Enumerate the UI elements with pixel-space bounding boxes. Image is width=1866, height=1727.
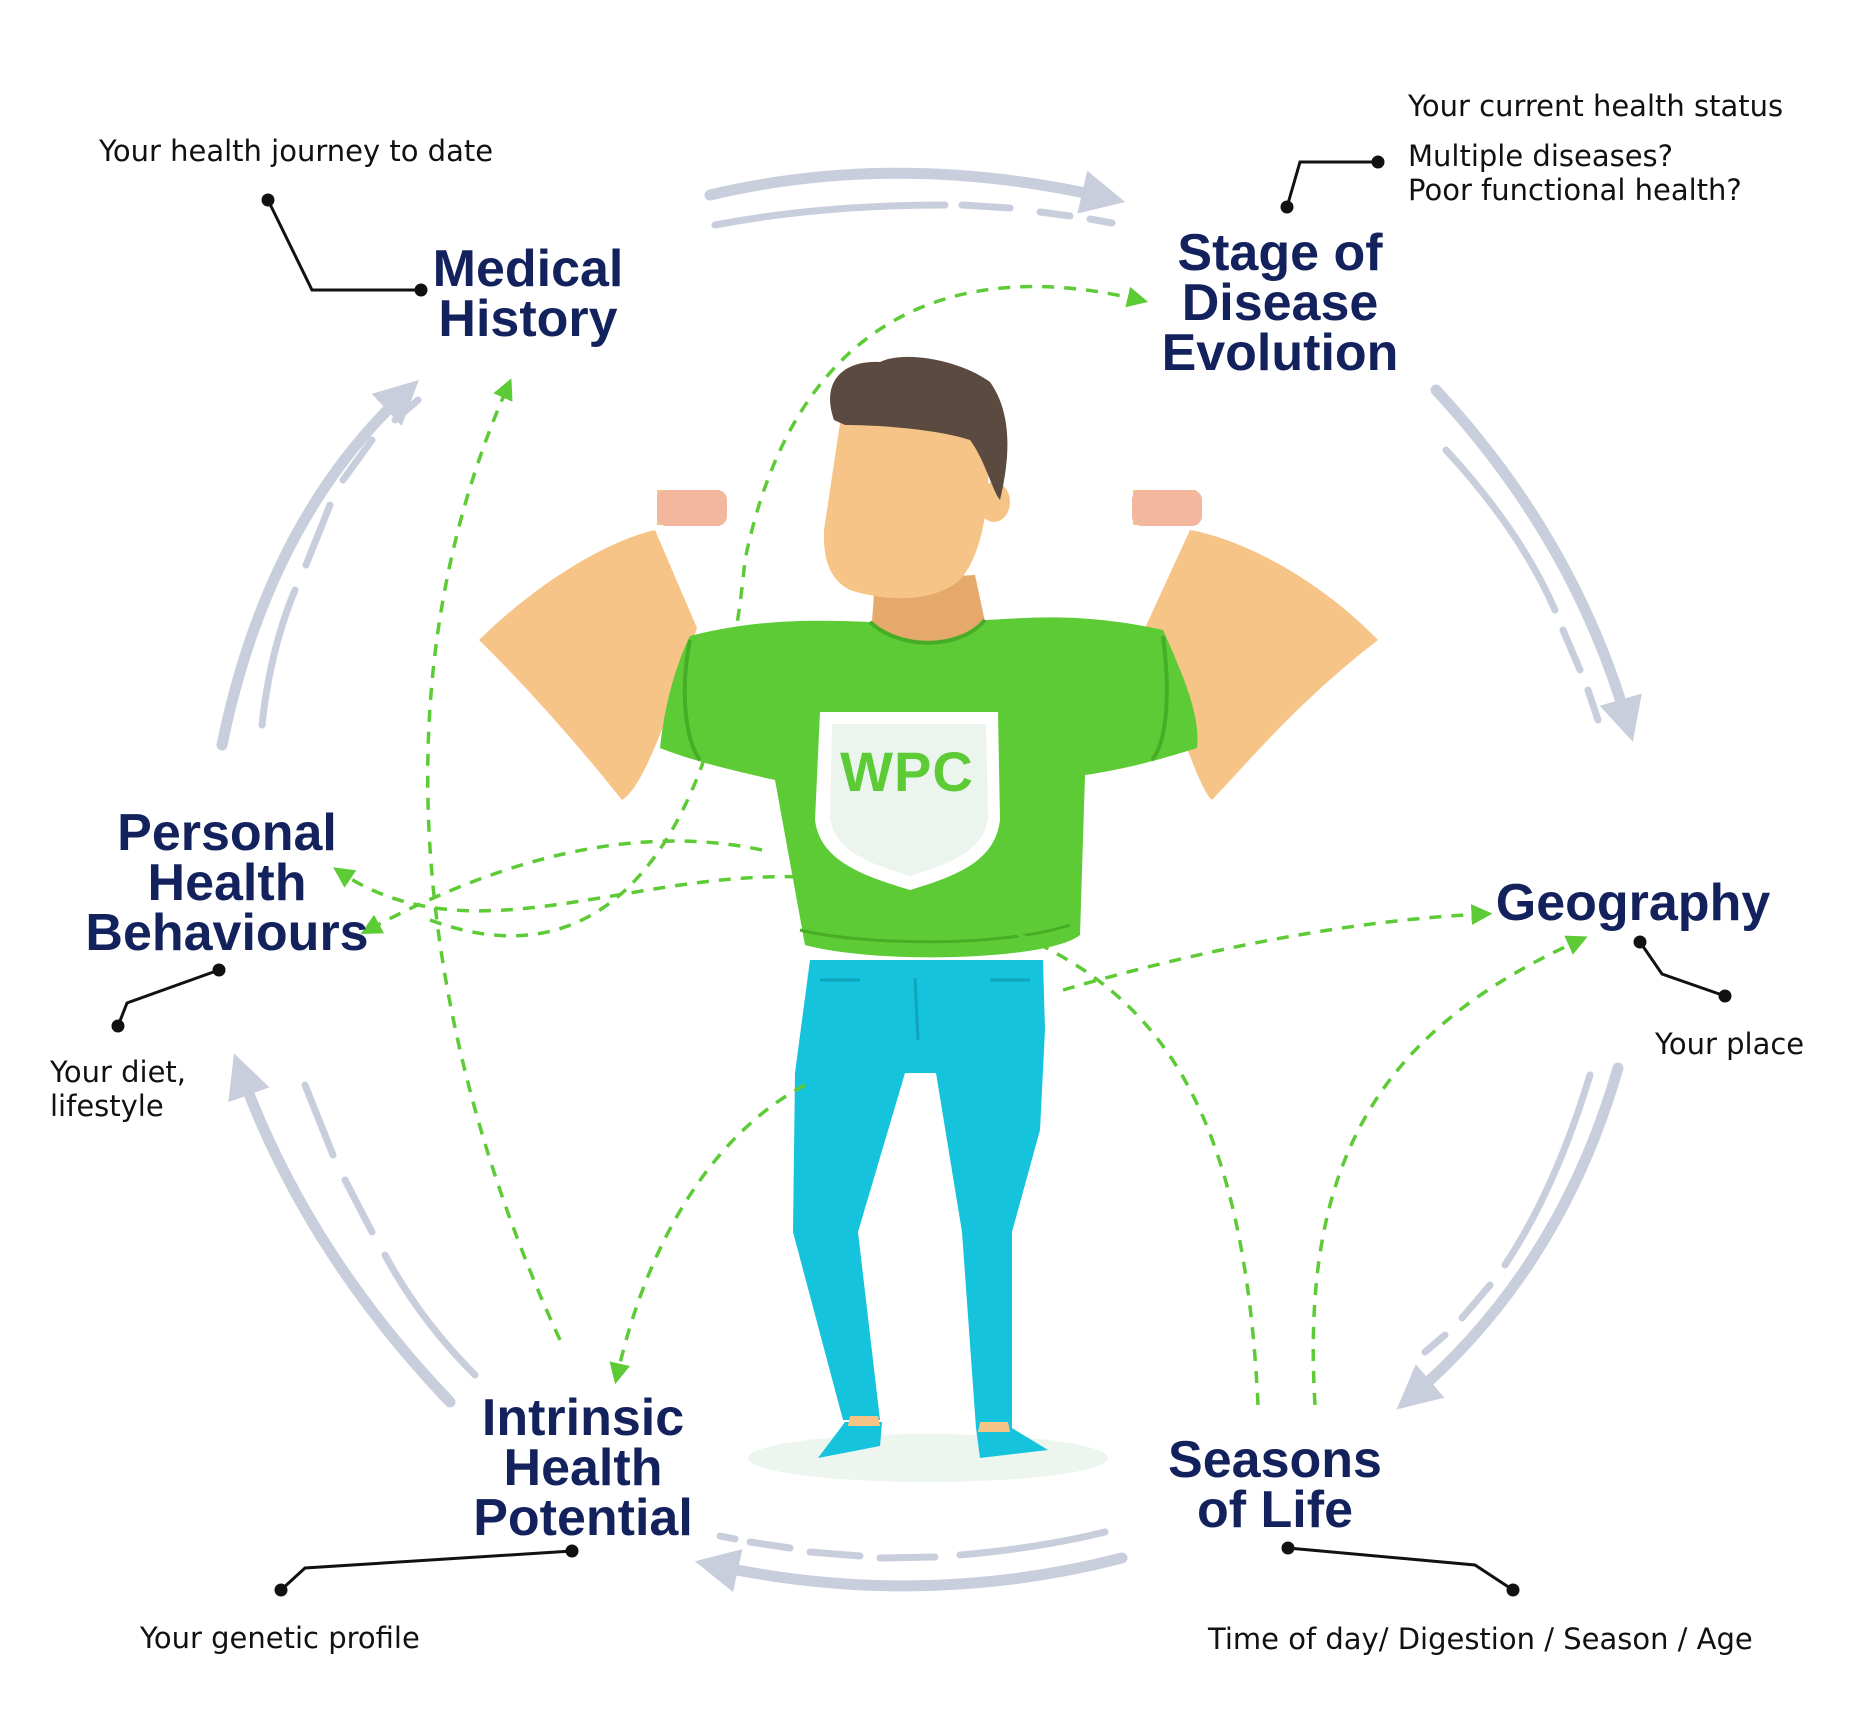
note-seasons-of-life: Time of day/ Digestion / Season / Age — [1208, 1622, 1753, 1656]
cycle-arrow-history-to-stage — [704, 167, 1126, 229]
note-medical-history: Your health journey to date — [99, 134, 494, 168]
leader-seasons-of-life — [1281, 1541, 1520, 1597]
cycle-arrows — [216, 167, 1642, 1593]
influence-seasons-to-geography — [1311, 935, 1588, 1406]
cycle-arrow-intrinsic-to-behaviours — [228, 1053, 479, 1408]
node-title-geography: Geography — [1495, 874, 1771, 932]
influence-figure-to-geography — [1062, 904, 1493, 992]
influence-arrows — [333, 284, 1588, 1406]
floor-shadow — [748, 1434, 1108, 1482]
note-intrinsic-health-potential: Your genetic profile — [140, 1621, 420, 1655]
note-geography: Your place — [1655, 1027, 1805, 1061]
cycle-arrow-seasons-to-intrinsic — [694, 1528, 1128, 1593]
influence-intrinsic-to-history — [426, 378, 562, 1341]
shirt-logo-text: WPC — [840, 740, 974, 803]
cycle-arrow-stage-to-geography — [1430, 384, 1642, 742]
influence-shirt-to-behaviours — [360, 839, 763, 934]
shield-badge-icon — [815, 712, 1000, 890]
cycle-arrow-geography-to-seasons — [1396, 1062, 1624, 1410]
cycle-arrow-behaviours-to-history — [216, 380, 422, 751]
leader-intrinsic — [274, 1544, 579, 1597]
note-personal-health-behaviours: Your diet,lifestyle — [50, 1055, 187, 1123]
influence-figure-to-intrinsic — [609, 1083, 806, 1385]
leader-stage-of-disease — [1280, 155, 1385, 214]
leader-behaviours — [111, 963, 226, 1033]
leader-geography — [1633, 935, 1732, 1003]
leader-lines — [111, 155, 1732, 1597]
person-flexing-icon — [479, 356, 1378, 1482]
influence-behaviours-to-stage — [429, 284, 1149, 938]
influence-seasons-to-behaviours — [333, 867, 1260, 1406]
leader-medical-history — [261, 193, 428, 297]
